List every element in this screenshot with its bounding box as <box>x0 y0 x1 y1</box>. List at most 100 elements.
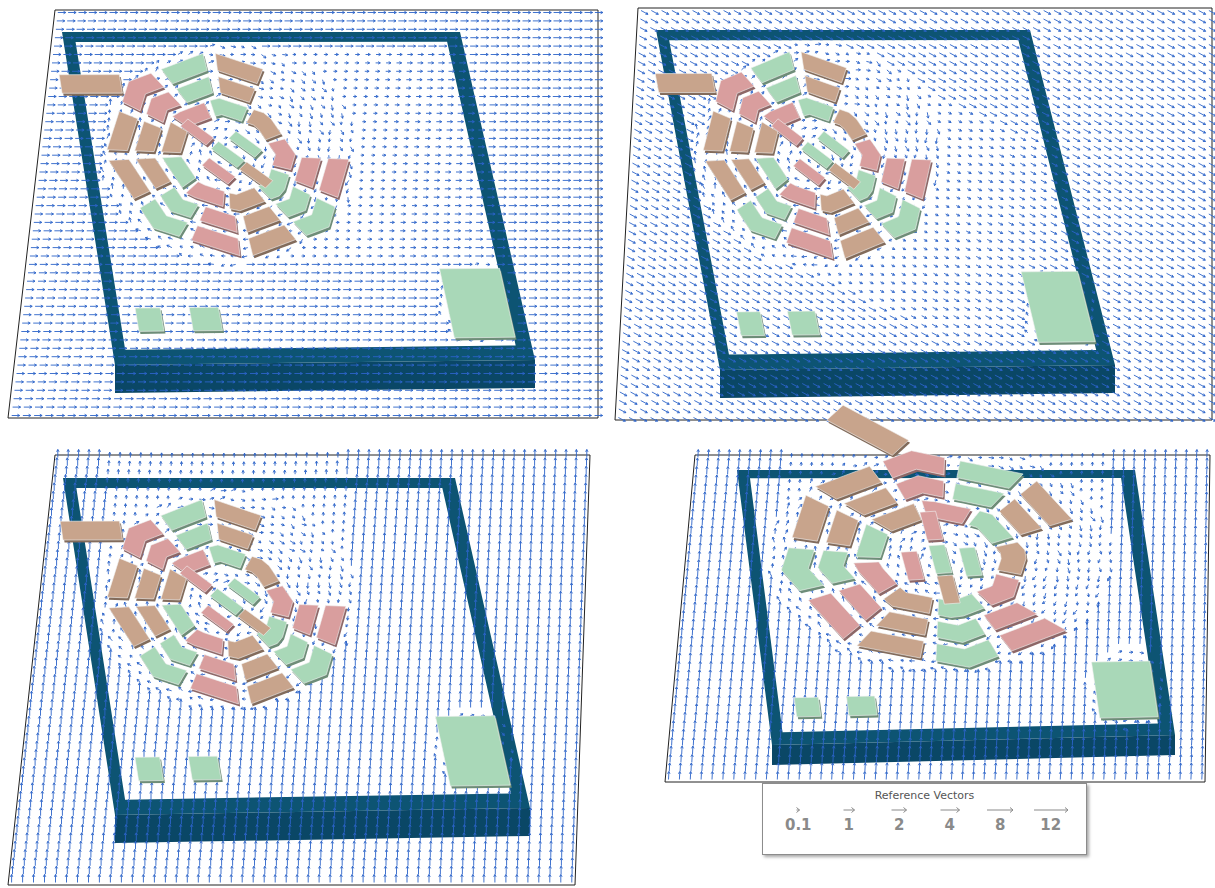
legend-box: Reference Vectors0.1124812 <box>762 783 1087 855</box>
building-block <box>779 183 815 208</box>
legend-value: 1 <box>844 816 854 834</box>
building-block <box>846 696 877 716</box>
arrow-shaft <box>1034 810 1068 811</box>
building-block <box>929 545 952 574</box>
building-block <box>229 188 265 211</box>
building-block <box>435 716 510 786</box>
building-block <box>229 131 262 157</box>
legend-title: Reference Vectors <box>763 784 1086 802</box>
building-block <box>952 483 1004 507</box>
building-block <box>793 159 825 186</box>
building-block <box>295 157 321 187</box>
building-block <box>798 98 833 121</box>
building-block <box>751 52 794 83</box>
building-block <box>855 139 881 170</box>
legend-item: 8 <box>980 804 1020 834</box>
building-block <box>162 604 195 635</box>
simulation-panel <box>615 8 1215 421</box>
building-block <box>818 550 855 583</box>
building-block <box>771 119 803 146</box>
simulation-panel <box>8 450 590 886</box>
building-block <box>161 500 206 531</box>
building-block <box>107 111 138 150</box>
building-block <box>200 207 237 233</box>
building-block <box>844 488 897 515</box>
reference-arrow <box>1031 804 1071 816</box>
building-block <box>766 76 800 102</box>
building-block <box>249 225 296 256</box>
building-block <box>180 119 213 145</box>
legend-item: 12 <box>1031 804 1071 834</box>
building-block <box>228 635 263 658</box>
building-block <box>202 158 235 184</box>
building-block <box>227 578 260 604</box>
legend-value: 0.1 <box>785 816 812 834</box>
legend-item: 2 <box>879 804 919 834</box>
building-block <box>703 111 731 151</box>
building-block <box>176 77 212 103</box>
building-block <box>827 405 909 455</box>
building-block <box>135 757 164 781</box>
building-block <box>854 562 897 594</box>
building-block <box>239 162 272 188</box>
building-block <box>794 697 821 717</box>
building-block <box>881 158 905 189</box>
building-block <box>787 311 819 335</box>
building-block <box>201 605 234 631</box>
reference-arrow <box>980 804 1020 816</box>
building-block <box>1021 271 1095 342</box>
building-block <box>180 566 213 592</box>
velocity-vectors <box>618 11 1215 422</box>
arrow-head <box>904 808 907 813</box>
building-block <box>186 182 225 207</box>
building-block <box>792 495 829 541</box>
building-block <box>896 476 944 500</box>
building-block <box>794 208 830 234</box>
building-block <box>977 574 1019 605</box>
building-block <box>872 504 922 531</box>
legend-value: 4 <box>945 816 955 834</box>
arrow-head <box>956 808 959 813</box>
arrow-shaft <box>892 810 907 811</box>
building-block <box>188 756 221 780</box>
building-block <box>729 121 753 152</box>
building-block <box>884 587 933 613</box>
building-block <box>817 131 849 158</box>
building-block <box>937 618 985 642</box>
arrow-shaft <box>843 810 854 811</box>
building-block <box>833 109 866 140</box>
building-block <box>737 312 765 336</box>
building-block <box>59 75 122 94</box>
building-block <box>995 542 1026 574</box>
building-block <box>210 98 247 121</box>
building-block <box>107 558 137 598</box>
building-block <box>957 461 1023 488</box>
building-block <box>209 545 246 568</box>
building-block <box>268 139 295 170</box>
legend-value: 8 <box>995 816 1005 834</box>
building-block <box>247 673 294 704</box>
legend-value: 2 <box>894 816 904 834</box>
building-block <box>840 227 885 258</box>
building-block <box>826 510 858 546</box>
building-block <box>316 606 345 645</box>
building-block <box>135 121 162 151</box>
building-block <box>185 629 223 654</box>
reference-arrow <box>829 804 869 816</box>
building-block <box>189 307 222 331</box>
building-block <box>904 159 931 199</box>
building-block <box>920 511 943 540</box>
building-block <box>959 547 982 576</box>
building-block <box>820 189 854 213</box>
building-block <box>984 603 1037 630</box>
building-block <box>834 208 869 235</box>
building-block <box>292 605 318 635</box>
legend-row: 0.1124812 <box>763 802 1086 840</box>
velocity-vectors <box>12 11 603 416</box>
building-block <box>655 74 715 93</box>
building-block <box>245 556 279 586</box>
building-block <box>60 521 122 540</box>
building-block <box>756 157 788 188</box>
